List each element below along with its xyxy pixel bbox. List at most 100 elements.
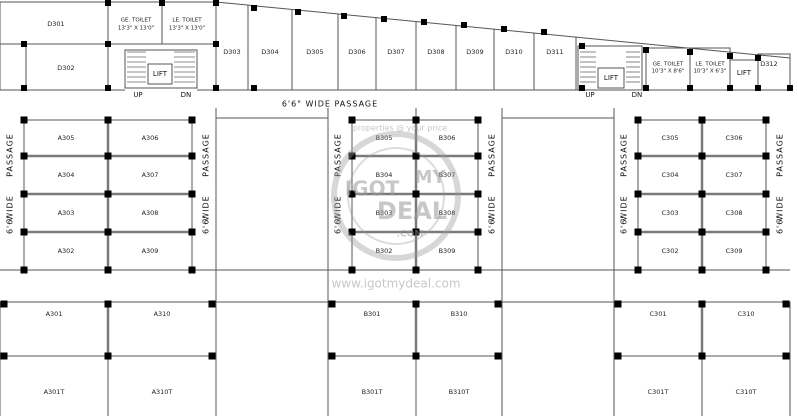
column-marker [634,152,642,160]
vertical-passage-label: 6'6" [620,214,629,234]
room-label-d311: D311 [546,48,563,56]
lift-label: LIFT [737,69,752,77]
column-marker [381,16,387,22]
room-label-d302: D302 [57,64,74,72]
terrace-label: A310T [152,388,173,396]
column-marker [412,352,420,360]
column-marker [20,228,28,236]
column-marker [782,352,790,360]
watermark-brand: .COM [397,230,424,240]
column-marker [104,228,112,236]
column-marker [687,85,693,91]
room-d312 [757,53,791,91]
column-marker [208,352,216,360]
column-marker [295,9,301,15]
column-marker [494,352,502,360]
vertical-passage-label: 6'6" [776,214,785,234]
lift-shaft-right [597,67,625,89]
column-marker [687,49,693,55]
column-marker [105,85,111,91]
column-marker [104,352,112,360]
vertical-passage-label: PASSAGE [488,133,497,177]
watermark-brand: MY [415,167,447,188]
room-label-d312: D312 [760,60,777,68]
column-marker [159,0,165,6]
unit-label: A304 [58,171,75,179]
column-marker [643,85,649,91]
column-marker [474,152,482,160]
column-marker [0,352,8,360]
vertical-passage-label: WIDE [202,195,211,220]
column-marker [412,228,420,236]
column-marker [412,152,420,160]
column-marker [104,152,112,160]
column-marker [698,190,706,198]
unit-label: C303 [662,209,679,217]
column-marker [698,300,706,308]
toilet-name-label: LE. TOILET [172,18,202,24]
column-marker [208,300,216,308]
column-marker [461,22,467,28]
column-marker [21,41,27,47]
watermark-brand: DEAL [377,197,447,225]
column-marker [188,266,196,274]
column-marker [188,190,196,198]
lift-label: LIFT [604,74,619,82]
column-marker [412,266,420,274]
vertical-passage-label: PASSAGE [202,133,211,177]
column-marker [614,352,622,360]
toilet-name-label: GE. TOILET [121,18,152,24]
room-label-d305: D305 [306,48,323,56]
column-marker [474,266,482,274]
terrace-label: C301T [648,388,669,396]
column-marker [474,116,482,124]
terrace-label: A301T [44,388,65,396]
column-marker [348,116,356,124]
column-marker [762,228,770,236]
unit-label: C305 [662,134,679,142]
column-marker [501,26,507,32]
column-marker [755,85,761,91]
watermark-tagline: properties @ your price [353,124,447,133]
column-marker [104,266,112,274]
unit-label: B303 [376,209,393,217]
toilet-size-label: 13'3" X 13'0" [169,26,205,32]
column-marker [104,300,112,308]
column-marker [213,0,219,6]
column-marker [762,190,770,198]
stair-down-label: DN [181,91,192,99]
unit-label: B301 [364,310,381,318]
vertical-passage-label: PASSAGE [334,133,343,177]
vertical-passage-label: 6'6" [488,214,497,234]
unit-label: C309 [726,247,743,255]
terrace-label: C310T [736,388,757,396]
vertical-passage-label: WIDE [488,195,497,220]
column-marker [188,152,196,160]
column-marker [188,116,196,124]
column-marker [20,266,28,274]
vertical-passage-label: WIDE [334,195,343,220]
unit-label: B309 [439,247,456,255]
column-marker [188,228,196,236]
unit-label: C302 [662,247,679,255]
column-marker [412,116,420,124]
vertical-passage-label: 6'6" [6,214,15,234]
unit-label: B305 [376,134,393,142]
room-label-d309: D309 [466,48,483,56]
column-marker [643,47,649,53]
column-marker [698,152,706,160]
unit-label: B307 [439,171,456,179]
column-marker [579,85,585,91]
room-label-d301: D301 [47,20,64,28]
column-marker [634,266,642,274]
column-marker [213,85,219,91]
watermark-ring [331,131,461,261]
horizontal-passage-label: 6'6" WIDE PASSAGE [282,100,378,109]
room-label-d303: D303 [223,48,240,56]
column-marker [698,116,706,124]
vertical-passage-label: PASSAGE [776,133,785,177]
unit-label: A302 [58,247,75,255]
column-marker [762,152,770,160]
column-marker [727,53,733,59]
